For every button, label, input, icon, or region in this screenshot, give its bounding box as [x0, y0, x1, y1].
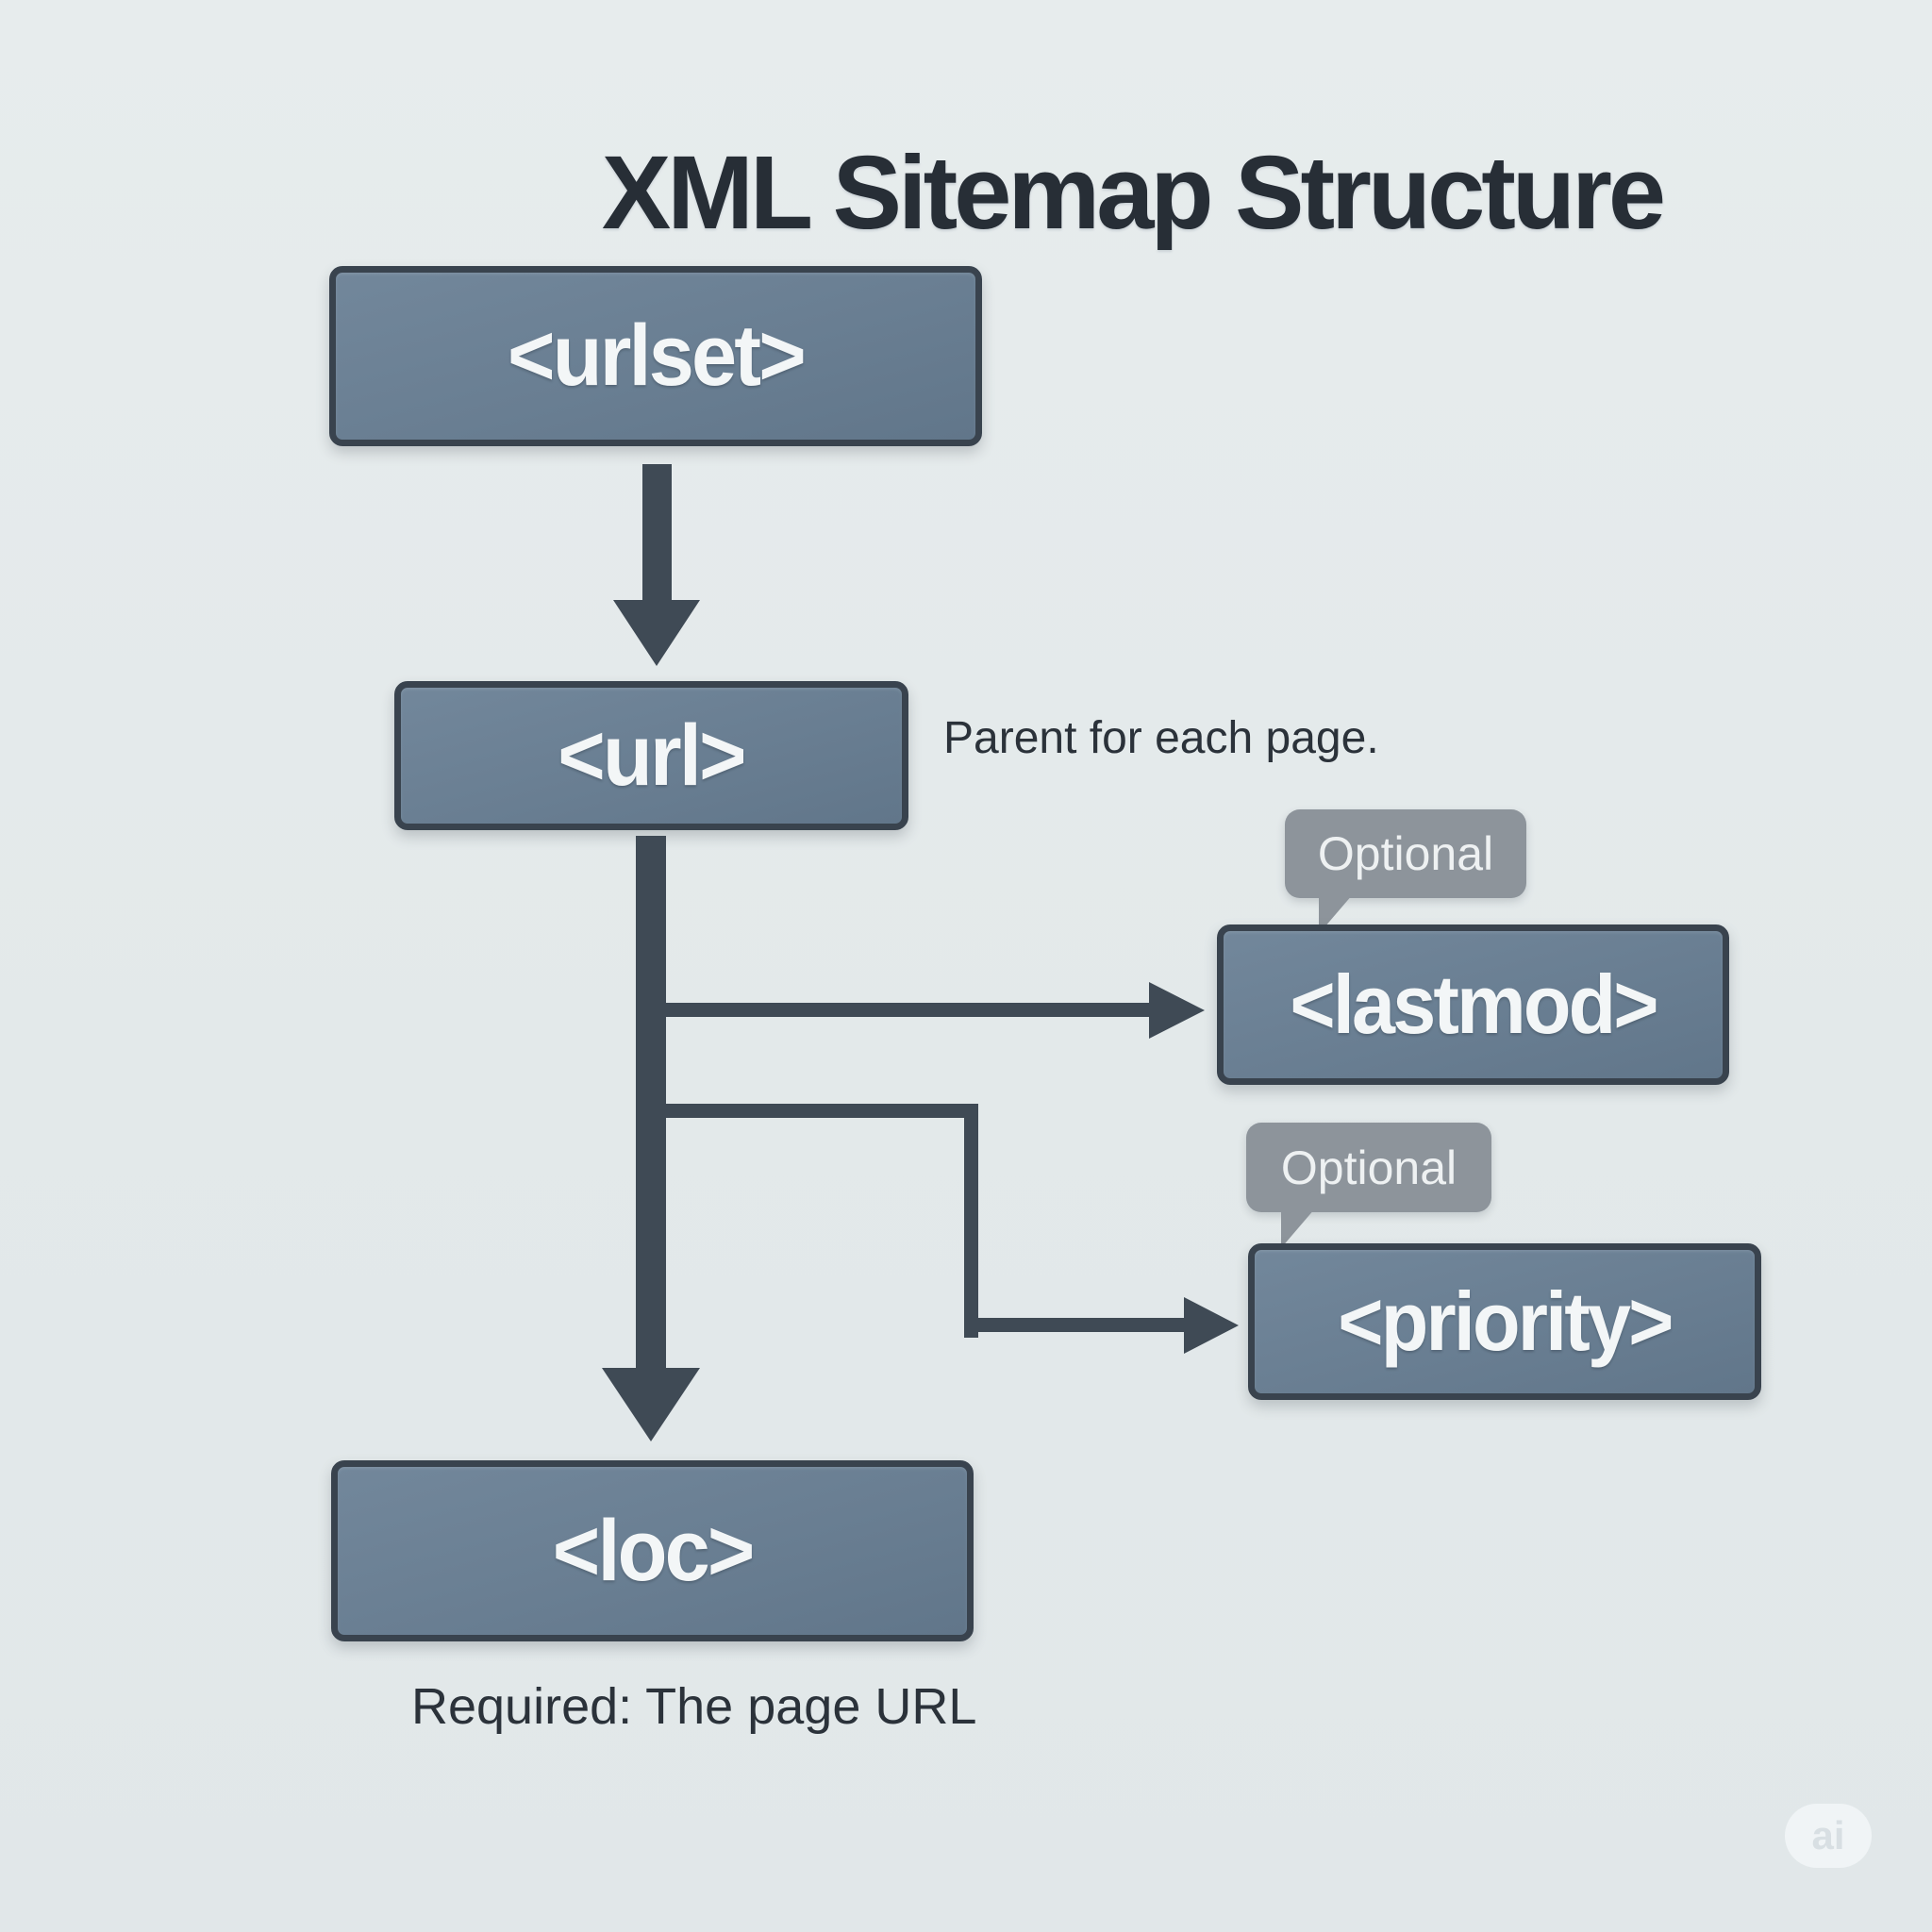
optional-badge-lastmod-label: Optional [1317, 827, 1494, 880]
arrowhead-down-icon [613, 600, 700, 666]
optional-badge-priority: Optional [1246, 1123, 1491, 1212]
node-url: <url> [394, 681, 908, 830]
optional-badge-priority-tail [1281, 1208, 1315, 1248]
arrowhead-right-icon [1184, 1297, 1239, 1354]
ai-watermark: ai [1785, 1804, 1872, 1868]
arrowhead-right-icon [1149, 982, 1205, 1039]
node-loc-label: <loc> [552, 1502, 756, 1599]
node-urlset-label: <urlset> [508, 308, 807, 404]
connector-url-to-priority-horizontal2 [964, 1318, 1184, 1332]
node-url-label: <url> [558, 707, 747, 804]
node-urlset: <urlset> [329, 266, 982, 446]
connector-urlset-to-url [642, 464, 672, 602]
diagram-title: XML Sitemap Structure [601, 135, 1666, 251]
connector-url-to-priority-horizontal [666, 1104, 978, 1118]
annotation-loc-note: Required: The page URL [411, 1678, 977, 1735]
node-priority-label: <priority> [1338, 1274, 1674, 1368]
optional-badge-lastmod: Optional [1285, 809, 1526, 898]
connector-url-to-lastmod [666, 1003, 1151, 1017]
connector-url-to-loc [636, 836, 666, 1370]
ai-watermark-label: ai [1811, 1813, 1845, 1857]
node-lastmod-label: <lastmod> [1290, 958, 1658, 1051]
optional-badge-priority-label: Optional [1280, 1141, 1457, 1194]
connector-url-to-priority-vertical [964, 1104, 978, 1338]
arrowhead-down-icon [602, 1368, 700, 1441]
annotation-url-note: Parent for each page. [943, 713, 1379, 763]
node-lastmod: <lastmod> [1217, 924, 1729, 1085]
node-priority: <priority> [1248, 1243, 1761, 1400]
node-loc: <loc> [331, 1460, 974, 1641]
